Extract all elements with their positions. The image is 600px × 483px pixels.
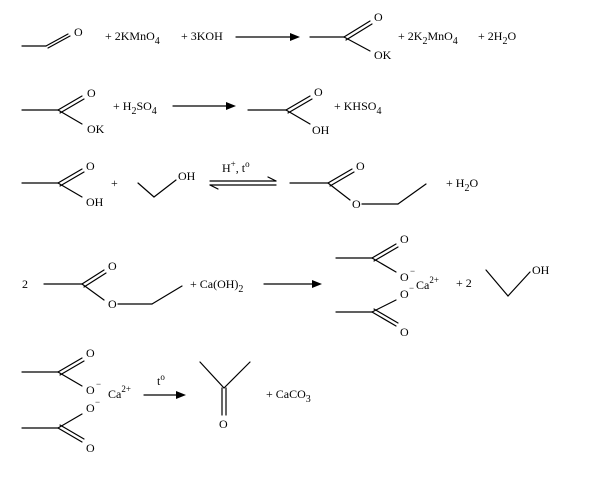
carbonyl-oxygen-label: O bbox=[86, 346, 95, 360]
reaction-arrow-1 bbox=[235, 33, 300, 41]
acetaldehyde-structure: O bbox=[21, 25, 83, 49]
catalyst-conditions: H+, to bbox=[222, 159, 250, 175]
carboxyl-oxygen-label: O bbox=[87, 86, 96, 100]
reaction-arrow-2 bbox=[172, 102, 236, 110]
acetic-acid-structure: O OH bbox=[247, 85, 330, 137]
acetone-structure: O bbox=[199, 361, 251, 431]
reagent-caoh2: + Ca(OH)2 bbox=[190, 277, 243, 295]
calcium-acetate-structure: O O − Ca2+ O − O bbox=[21, 346, 131, 455]
hydroxyl-oh-label: OH bbox=[532, 263, 550, 277]
ethanol-structure: OH bbox=[485, 263, 550, 297]
reaction-3: O OH + OH H+, to O O + H2O bbox=[21, 159, 478, 211]
ethyl-acetate-structure: O O bbox=[43, 259, 183, 311]
ethyl-acetate-structure: O O bbox=[289, 159, 427, 211]
equilibrium-arrow bbox=[209, 176, 277, 190]
negative-charge: − bbox=[409, 283, 414, 293]
negative-charge: − bbox=[96, 379, 101, 389]
negative-charge: − bbox=[410, 266, 415, 276]
acetic-acid-structure: O OH bbox=[21, 159, 104, 209]
carboxylate-oxygen-label: O bbox=[400, 270, 409, 284]
calcium-ion-label: Ca2+ bbox=[416, 275, 439, 292]
negative-charge: − bbox=[95, 397, 100, 407]
product-khso4: + KHSO4 bbox=[334, 99, 381, 117]
hydroxyl-oh-label: OH bbox=[178, 169, 196, 183]
reaction-5: O O − Ca2+ O − O to O + CaCO3 bbox=[21, 346, 311, 455]
aldehyde-oxygen-label: O bbox=[74, 25, 83, 39]
calcium-ion-label: Ca2+ bbox=[108, 384, 131, 401]
carboxylate-oxygen-label: O bbox=[86, 401, 95, 415]
carboxylate-ok-label: OK bbox=[87, 122, 105, 136]
product-water: + 2H2O bbox=[478, 29, 516, 47]
carbonyl-oxygen-label: O bbox=[108, 259, 117, 273]
calcium-acetate-structure: O O − Ca2+ O − O bbox=[335, 232, 439, 339]
potassium-acetate-structure: O OK bbox=[309, 10, 392, 62]
reaction-4: 2 O O + Ca(OH)2 O O − Ca2+ O − bbox=[22, 232, 550, 339]
reagent-h2so4: + H2SO4 bbox=[113, 99, 157, 117]
ether-oxygen-label: O bbox=[108, 297, 117, 311]
reagent-koh: + 3KOH bbox=[181, 29, 223, 43]
potassium-acetate-structure: O OK bbox=[21, 86, 105, 136]
carboxyl-oxygen-label: O bbox=[314, 85, 323, 99]
heat-condition: to bbox=[157, 372, 165, 388]
ethanol-structure: OH bbox=[137, 169, 196, 198]
reaction-arrow-5 bbox=[143, 391, 186, 399]
carboxylate-oxygen-label: O bbox=[400, 287, 409, 301]
carboxyl-oxygen-label: O bbox=[86, 159, 95, 173]
carbonyl-oxygen-label: O bbox=[219, 417, 228, 431]
plus-sign: + bbox=[111, 176, 118, 190]
carboxyl-oxygen-label: O bbox=[374, 10, 383, 24]
product-water: + H2O bbox=[446, 176, 478, 194]
reaction-1: O + 2KMnO4 + 3KOH O OK + 2K2MnO4 + 2H2O bbox=[21, 10, 516, 62]
carbonyl-oxygen-label: O bbox=[356, 159, 365, 173]
ethanol-coefficient: + 2 bbox=[456, 276, 472, 290]
carboxylate-ok-label: OK bbox=[374, 48, 392, 62]
product-caco3: + CaCO3 bbox=[266, 387, 311, 405]
hydroxyl-oh-label: OH bbox=[86, 195, 104, 209]
reaction-arrow-4 bbox=[263, 280, 322, 288]
carbonyl-oxygen-label: O bbox=[400, 232, 409, 246]
product-k2mno4: + 2K2MnO4 bbox=[398, 29, 458, 47]
stoichiometric-coefficient: 2 bbox=[22, 277, 28, 291]
reagent-kmno4: + 2KMnO4 bbox=[105, 29, 160, 47]
carbonyl-oxygen-label: O bbox=[400, 325, 409, 339]
ether-oxygen-label: O bbox=[352, 197, 361, 211]
reaction-2: O OK + H2SO4 O OH + KHSO4 bbox=[21, 85, 381, 137]
hydroxyl-oh-label: OH bbox=[312, 123, 330, 137]
carbonyl-oxygen-label: O bbox=[86, 441, 95, 455]
carboxylate-oxygen-label: O bbox=[86, 383, 95, 397]
